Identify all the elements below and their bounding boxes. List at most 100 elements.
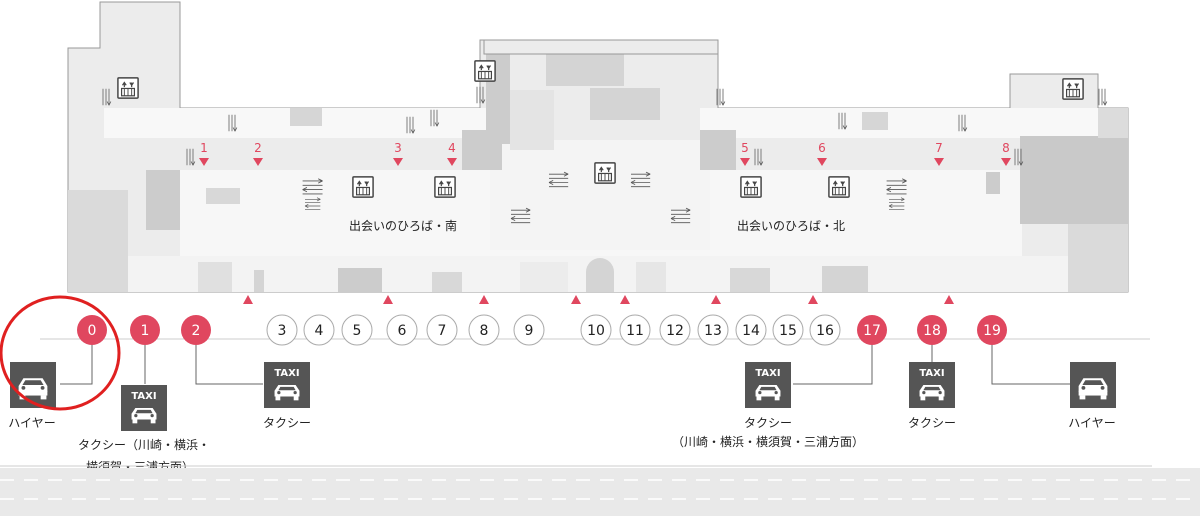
bus-stop-16[interactable]: 16 <box>809 314 841 346</box>
svg-text:11: 11 <box>626 323 644 339</box>
bus-stop-13[interactable]: 13 <box>697 314 729 346</box>
bus-stop-12[interactable]: 12 <box>659 314 691 346</box>
area-label-south: 出会いのひろば・南 <box>349 218 457 233</box>
bus-stop-7[interactable]: 7 <box>426 314 458 346</box>
exit-markers: 1 2 3 4 5 6 7 8 <box>199 141 1011 166</box>
taxi-icon: TAXI <box>264 362 310 408</box>
bus-stop-10[interactable]: 10 <box>580 314 612 346</box>
exit-number: 4 <box>448 141 456 155</box>
svg-text:4: 4 <box>315 323 324 339</box>
exit-triangle <box>1001 158 1011 166</box>
car-icon <box>10 362 56 408</box>
bus-stop-9[interactable]: 9 <box>513 314 545 346</box>
area-label-north: 出会いのひろば・北 <box>737 219 845 233</box>
svg-text:14: 14 <box>742 323 760 339</box>
svg-text:2: 2 <box>192 323 201 339</box>
bus-stop-8[interactable]: 8 <box>468 314 500 346</box>
svg-text:16: 16 <box>816 323 834 339</box>
elevator-icon <box>352 176 374 198</box>
svg-text:TAXI: TAXI <box>919 368 944 379</box>
bus-stops-regular: 3 4 5 6 7 8 9 10 11 12 13 14 15 16 <box>266 314 841 346</box>
entrance-triangle <box>383 295 393 304</box>
taxi-label-2: タクシー <box>263 416 311 430</box>
stop-0[interactable]: 0 <box>77 315 107 345</box>
exit-triangle <box>447 158 457 166</box>
entrance-triangle <box>243 295 253 304</box>
hire-label-right: ハイヤー <box>1068 416 1115 430</box>
stop-18[interactable]: 18 <box>917 315 947 345</box>
svg-text:6: 6 <box>398 323 407 339</box>
entrance-triangle <box>711 295 721 304</box>
bus-stop-4[interactable]: 4 <box>303 314 335 346</box>
elevator-icon <box>474 60 496 82</box>
svg-text:15: 15 <box>779 323 797 339</box>
elevator-icon <box>594 162 616 184</box>
exit-number: 7 <box>935 141 943 155</box>
stop-19[interactable]: 19 <box>977 315 1007 345</box>
elevator-icon <box>740 176 762 198</box>
entrance-triangle <box>944 295 954 304</box>
elevator-icon <box>117 77 139 99</box>
stop-2[interactable]: 2 <box>181 315 211 345</box>
elevator-icon <box>434 176 456 198</box>
bus-stop-5[interactable]: 5 <box>341 314 373 346</box>
svg-text:18: 18 <box>923 323 941 339</box>
exit-number: 3 <box>394 141 402 155</box>
elevator-icon <box>1062 78 1084 100</box>
svg-text:7: 7 <box>438 323 447 339</box>
svg-text:TAXI: TAXI <box>755 368 780 379</box>
svg-text:1: 1 <box>141 323 150 339</box>
exit-number: 5 <box>741 141 749 155</box>
svg-text:0: 0 <box>88 323 97 339</box>
svg-text:3: 3 <box>278 323 287 339</box>
svg-text:9: 9 <box>525 323 534 339</box>
exit-number: 6 <box>818 141 826 155</box>
vehicle-labels: ハイヤー タクシー（川崎・横浜・ 横須賀・三浦方面） タクシー タクシー （川崎… <box>8 416 1115 474</box>
exit-triangle <box>199 158 209 166</box>
bus-stops-highlighted: 0 1 2 17 18 19 <box>77 315 1007 345</box>
taxi-17-label-line1: タクシー <box>744 416 792 430</box>
taxi-icon: TAXI <box>121 385 167 431</box>
car-icon <box>1070 362 1116 408</box>
taxi-label-18: タクシー <box>908 416 956 430</box>
entrance-triangle <box>479 295 489 304</box>
svg-text:13: 13 <box>704 323 722 339</box>
taxi-icon: TAXI <box>909 362 955 408</box>
exit-triangle <box>817 158 827 166</box>
svg-text:8: 8 <box>480 323 489 339</box>
exit-triangle <box>740 158 750 166</box>
bus-stop-3[interactable]: 3 <box>266 314 298 346</box>
entrance-triangle <box>571 295 581 304</box>
bus-stop-15[interactable]: 15 <box>772 314 804 346</box>
bus-stop-6[interactable]: 6 <box>386 314 418 346</box>
escalator-icon <box>1098 88 1108 106</box>
entrance-markers <box>243 295 954 304</box>
highlight-circle <box>0 295 121 411</box>
taxi-17-label-line2: （川崎・横浜・横須賀・三浦方面） <box>672 434 864 449</box>
stop-connectors <box>60 345 1070 385</box>
svg-text:5: 5 <box>353 323 362 339</box>
stop-17[interactable]: 17 <box>857 315 887 345</box>
vehicle-icons: TAXI TAXI TAXI TAXI <box>10 362 1116 431</box>
road <box>0 465 1200 516</box>
hire-label-left: ハイヤー <box>8 416 55 430</box>
entrance-triangle <box>620 295 630 304</box>
exit-triangle <box>393 158 403 166</box>
svg-text:TAXI: TAXI <box>131 391 156 402</box>
svg-text:TAXI: TAXI <box>274 368 299 379</box>
stop-1[interactable]: 1 <box>130 315 160 345</box>
taxi-icon: TAXI <box>745 362 791 408</box>
svg-text:12: 12 <box>666 323 684 339</box>
svg-text:17: 17 <box>863 323 881 339</box>
taxi-kawasaki-label-line1: タクシー（川崎・横浜・ <box>78 438 210 452</box>
exit-number: 2 <box>254 141 262 155</box>
bus-stop-11[interactable]: 11 <box>619 314 651 346</box>
bus-stop-14[interactable]: 14 <box>735 314 767 346</box>
svg-text:10: 10 <box>587 323 605 339</box>
terminal-building <box>67 1 1129 293</box>
elevator-icon <box>828 176 850 198</box>
exit-triangle <box>253 158 263 166</box>
entrance-triangle <box>808 295 818 304</box>
exit-triangle <box>934 158 944 166</box>
